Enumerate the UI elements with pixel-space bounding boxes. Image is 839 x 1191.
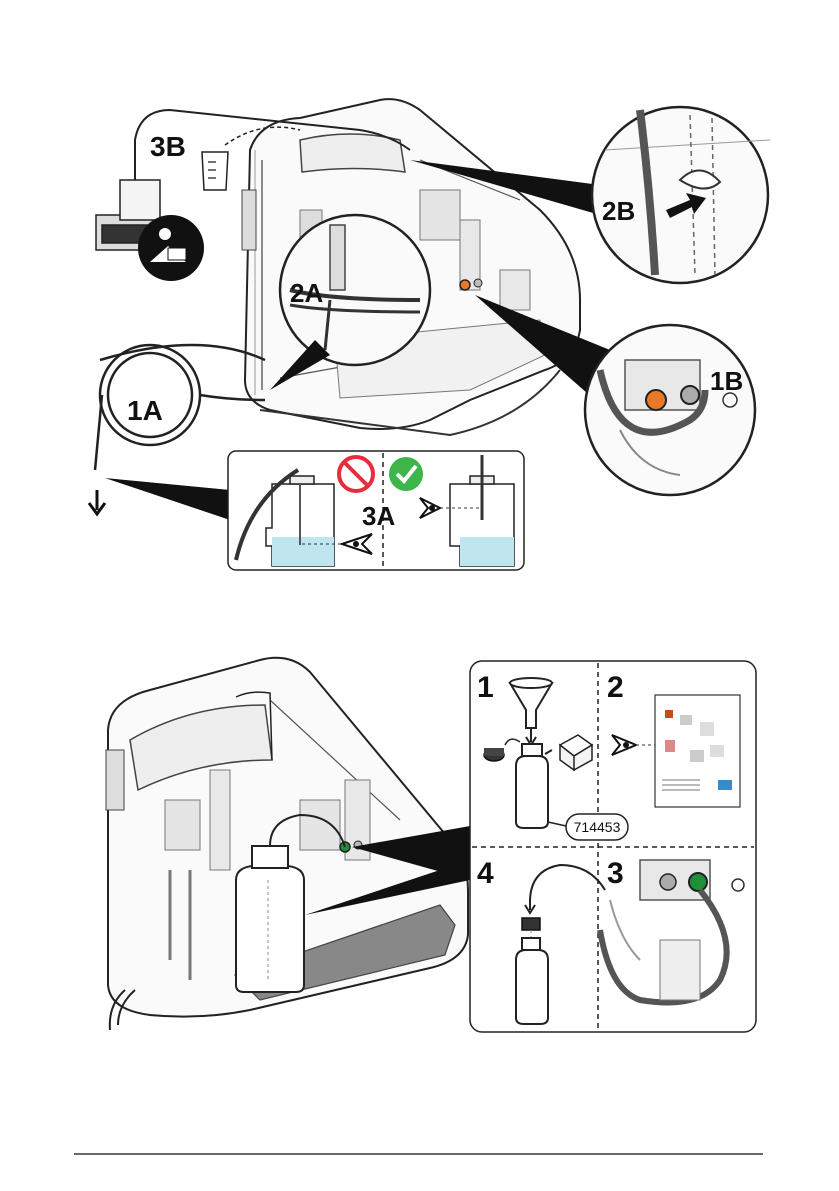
figure-1: 1A 3B 2A 2B (89, 99, 770, 570)
cap-icon (484, 748, 504, 761)
callout-1b: 1B (710, 366, 743, 396)
read-manual-icon (138, 215, 204, 281)
callout-3a: 3A (362, 501, 395, 531)
callout-3b: 3B (150, 131, 186, 162)
part-number: 714453 (574, 819, 621, 835)
callout-2a: 2A (290, 278, 323, 308)
bottle-714453 (516, 744, 548, 828)
figure-2: 1 714453 (106, 658, 756, 1032)
instruction-sheet (655, 695, 740, 807)
step-3-number: 3 (607, 857, 624, 890)
callout-2b: 2B (602, 196, 635, 226)
down-arrow-icon (89, 490, 105, 514)
callout-1a: 1A (127, 395, 163, 426)
checkmark-icon (389, 457, 423, 491)
cap-icon-step4 (522, 918, 540, 930)
step-4-number: 4 (477, 857, 494, 890)
prohibited-icon (339, 457, 373, 491)
bottle-step4 (516, 938, 548, 1024)
step-1-number: 1 (477, 671, 494, 704)
step-2-number: 2 (607, 671, 624, 704)
beaker-icon (202, 152, 228, 190)
panel-3a: 3A (105, 451, 524, 570)
